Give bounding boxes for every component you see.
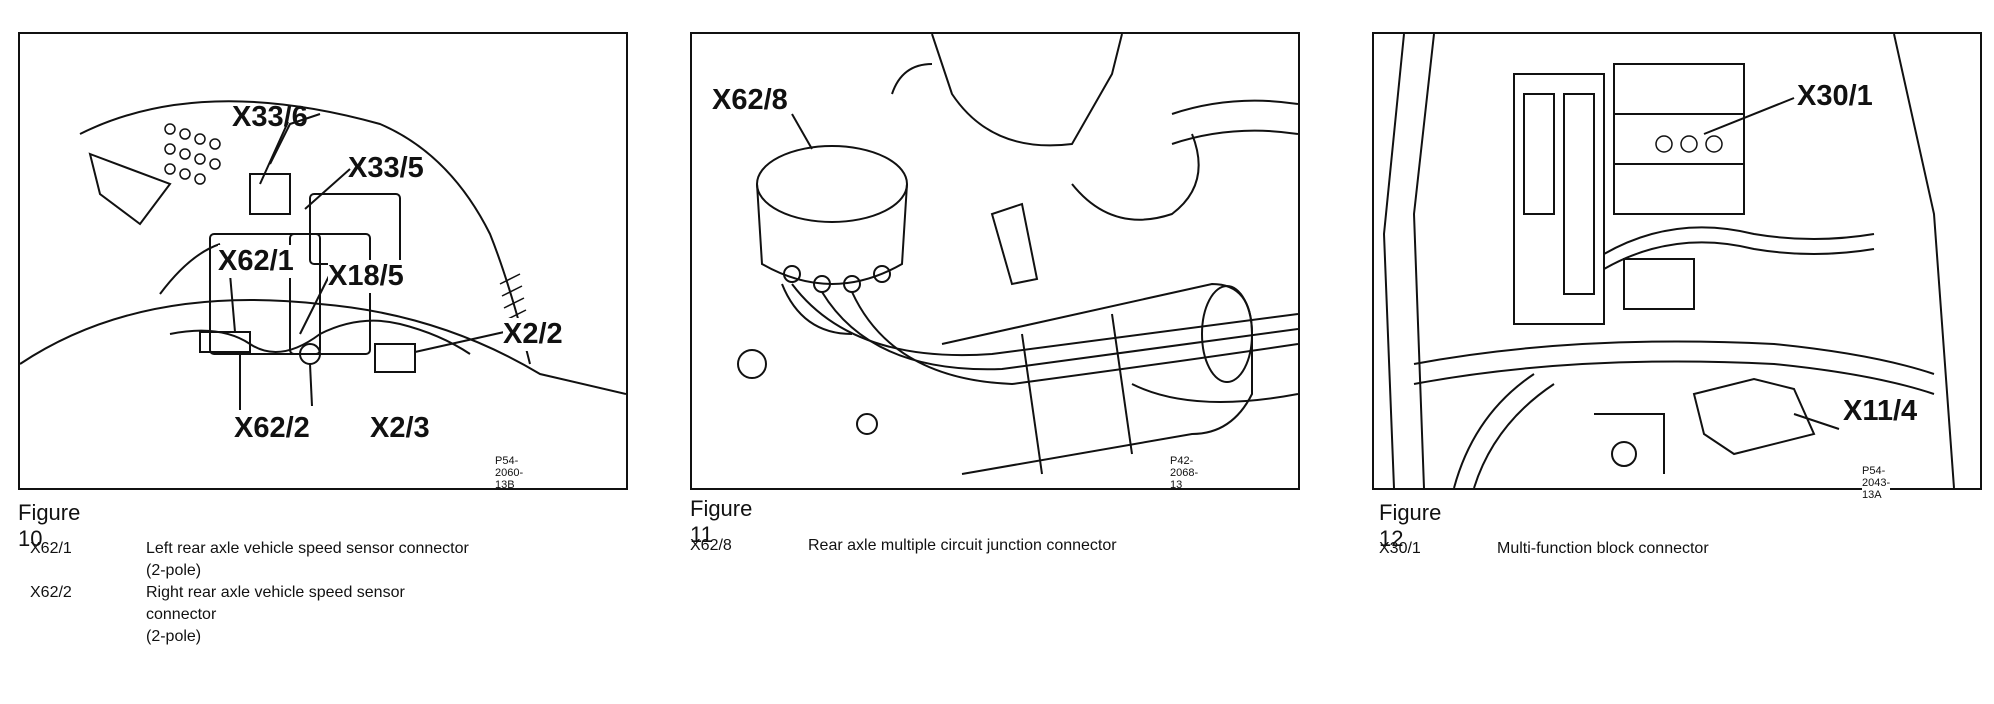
figure-10-ref-code: P54-2060-13B [495, 455, 524, 491]
figure-11-drawing [737, 34, 1298, 475]
legend-code: X62/8 [690, 537, 732, 554]
legend-desc: Left rear axle vehicle speed sensor conn… [146, 538, 476, 582]
legend-row: X62/1 Left rear axle vehicle speed senso… [30, 538, 476, 582]
legend-desc-line: Right rear axle vehicle speed sensor con… [146, 584, 405, 623]
legend-row: X62/2 Right rear axle vehicle speed sens… [30, 582, 476, 648]
figure-10-caption: Figure 10 [18, 500, 81, 551]
callout-x2-2: X2/2 [503, 318, 563, 351]
figure-12-legend: X30/1 Multi-function block connector [1379, 538, 1937, 560]
figure-11-legend: X62/8 Rear axle multiple circuit junctio… [690, 535, 1268, 557]
callout-x62-1: X62/1 [218, 245, 294, 278]
legend-row: X62/8 Rear axle multiple circuit junctio… [690, 535, 1268, 557]
legend-desc: Rear axle multiple circuit junction conn… [808, 537, 1117, 554]
legend-row: X30/1 Multi-function block connector [1379, 538, 1937, 560]
figure-12-ref-code: P54-2043-13A [1862, 465, 1891, 501]
legend-code: X62/1 [30, 540, 72, 557]
legend-code: X30/1 [1379, 540, 1421, 557]
figure-11-illustration [690, 32, 1300, 490]
legend-code: X62/2 [30, 584, 72, 601]
legend-desc: Right rear axle vehicle speed sensor con… [146, 582, 476, 648]
figure-10-legend: X62/1 Left rear axle vehicle speed senso… [30, 538, 476, 648]
figure-11-ref-code: P42-2068-13 [1170, 455, 1199, 491]
legend-desc-line: (2-pole) [146, 562, 202, 579]
callout-x18-5: X18/5 [328, 260, 404, 293]
figure-12-drawing [1382, 34, 1955, 488]
callout-x11-4: X11/4 [1843, 395, 1918, 428]
callout-x30-1: X30/1 [1797, 80, 1873, 113]
callout-x33-6: X33/6 [232, 101, 308, 133]
callout-x62-8: X62/8 [712, 84, 788, 116]
legend-desc-line: Left rear axle vehicle speed sensor conn… [146, 540, 469, 557]
legend-desc-line: (2-pole) [146, 628, 202, 645]
callout-x33-5: X33/5 [348, 152, 424, 184]
figure-12-caption: Figure 12 [1379, 500, 1442, 551]
figure-11-caption: Figure 11 [690, 496, 753, 547]
callout-x62-2: X62/2 [234, 412, 310, 444]
figure-10-illustration [18, 32, 628, 490]
legend-desc: Multi-function block connector [1497, 540, 1709, 557]
figure-10-drawing [20, 100, 626, 410]
callout-x2-3: X2/3 [370, 412, 430, 444]
